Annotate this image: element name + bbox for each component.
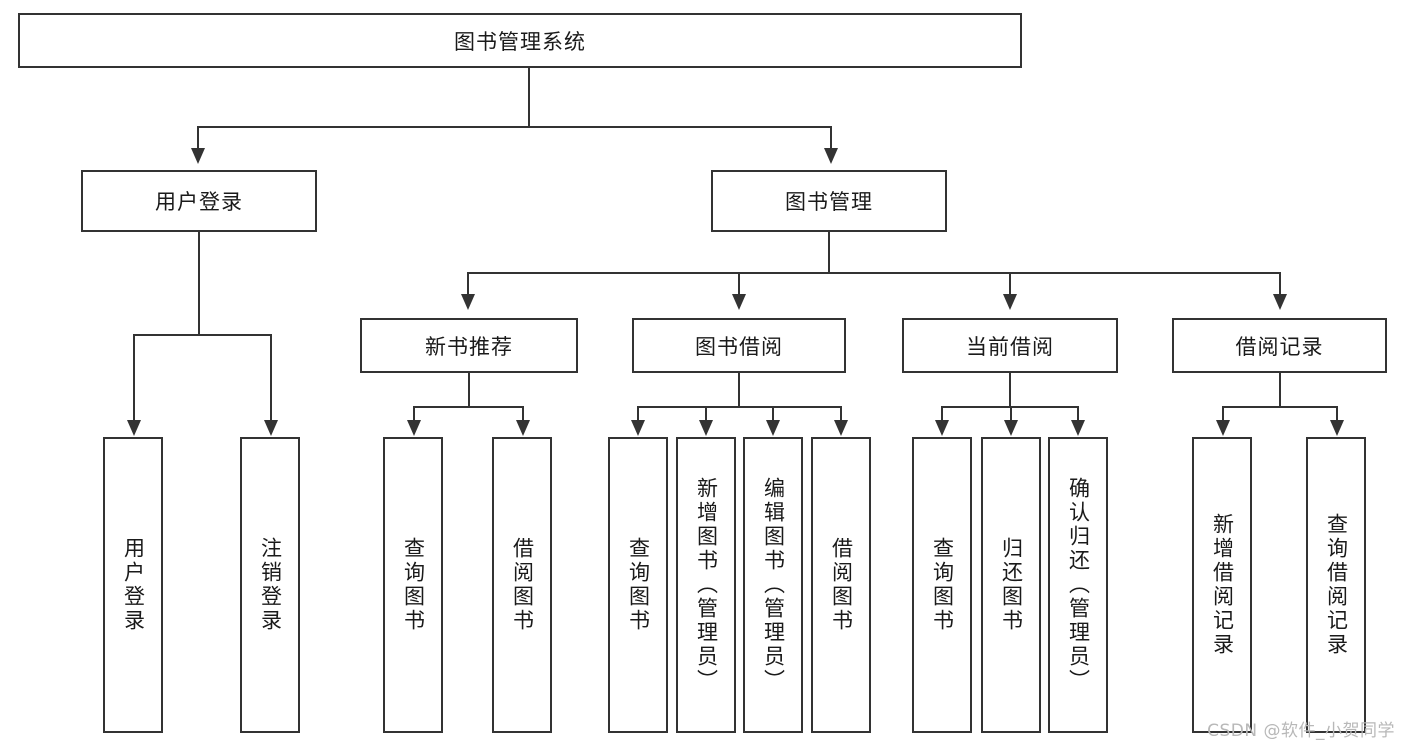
connector-to-current-borrowing [1009, 272, 1011, 294]
connector-root-to-user-login [197, 126, 199, 148]
leaf-borrow-book-1-label: 借阅图书 [510, 537, 535, 633]
leaf-return-book-label: 归还图书 [999, 537, 1024, 633]
leaf-edit-book-admin-label: 编辑图书（管理员） [761, 477, 786, 693]
connector-new-book-to-leaf-1 [413, 406, 415, 420]
arrow-new-book-to-leaf-2 [516, 420, 530, 436]
connector-user-login-to-leaf-1 [133, 334, 135, 420]
connector-book-borrowing-to-leaf-4 [840, 406, 842, 420]
leaf-borrow-book-2[interactable]: 借阅图书 [811, 437, 871, 733]
leaf-borrow-book-2-label: 借阅图书 [829, 537, 854, 633]
connector-to-new-book-recommendation [467, 272, 469, 294]
node-book-management-label: 图书管理 [785, 190, 873, 214]
leaf-logout-label: 注销登录 [258, 537, 283, 633]
connector-current-borrowing-to-leaf-3 [1077, 406, 1079, 420]
arrow-borrowing-record-to-leaf-1 [1216, 420, 1230, 436]
arrow-borrowing-record-to-leaf-2 [1330, 420, 1344, 436]
arrow-to-current-borrowing [1003, 294, 1017, 310]
node-user-login-label: 用户登录 [155, 190, 243, 214]
connector-borrowing-record-stem [1279, 373, 1281, 406]
node-book-management[interactable]: 图书管理 [711, 170, 947, 232]
connector-root-bar [197, 126, 832, 128]
connector-to-book-borrowing [738, 272, 740, 294]
leaf-confirm-return-admin[interactable]: 确认归还（管理员） [1048, 437, 1108, 733]
node-current-borrowing-label: 当前借阅 [966, 334, 1054, 359]
arrow-current-borrowing-to-leaf-1 [935, 420, 949, 436]
leaf-query-book-3-label: 查询图书 [930, 537, 955, 633]
leaf-add-book-admin[interactable]: 新增图书（管理员） [676, 437, 736, 733]
arrow-to-new-book-recommendation [461, 294, 475, 310]
arrow-to-book-borrowing [732, 294, 746, 310]
arrow-user-login-to-leaf-2 [264, 420, 278, 436]
leaf-add-borrow-record-label: 新增借阅记录 [1210, 513, 1235, 657]
node-root-label: 图书管理系统 [454, 29, 586, 54]
connector-new-book-stem [468, 373, 470, 406]
leaf-user-login[interactable]: 用户登录 [103, 437, 163, 733]
leaf-borrow-book-1[interactable]: 借阅图书 [492, 437, 552, 733]
connector-level3-bar [467, 272, 1280, 274]
leaf-confirm-return-admin-label: 确认归还（管理员） [1066, 477, 1091, 693]
connector-current-borrowing-stem [1009, 373, 1011, 406]
node-book-borrowing[interactable]: 图书借阅 [632, 318, 846, 373]
leaf-query-borrow-record-label: 查询借阅记录 [1324, 513, 1349, 657]
node-root-library-management-system[interactable]: 图书管理系统 [18, 13, 1022, 68]
connector-borrowing-record-to-leaf-2 [1336, 406, 1338, 420]
node-borrowing-record-label: 借阅记录 [1235, 334, 1324, 359]
leaf-logout[interactable]: 注销登录 [240, 437, 300, 733]
leaf-query-borrow-record[interactable]: 查询借阅记录 [1306, 437, 1366, 733]
connector-to-borrowing-record [1279, 272, 1281, 294]
leaf-add-book-admin-label: 新增图书（管理员） [694, 477, 719, 693]
arrow-new-book-to-leaf-1 [407, 420, 421, 436]
leaf-user-login-label: 用户登录 [121, 537, 146, 633]
arrow-to-borrowing-record [1273, 294, 1287, 310]
arrow-book-borrowing-to-leaf-3 [766, 420, 780, 436]
connector-borrowing-record-to-leaf-1 [1222, 406, 1224, 420]
connector-current-borrowing-to-leaf-1 [941, 406, 943, 420]
connector-book-borrowing-to-leaf-2 [705, 406, 707, 420]
node-new-book-recommendation-label: 新书推荐 [425, 334, 513, 359]
arrow-current-borrowing-to-leaf-2 [1004, 420, 1018, 436]
arrow-user-login-to-leaf-1 [127, 420, 141, 436]
connector-book-borrowing-stem [738, 373, 740, 406]
arrow-book-borrowing-to-leaf-4 [834, 420, 848, 436]
connector-borrowing-record-bar [1222, 406, 1338, 408]
node-user-login[interactable]: 用户登录 [81, 170, 317, 232]
connector-root-stem [528, 68, 530, 126]
node-book-borrowing-label: 图书借阅 [695, 334, 783, 359]
connector-book-borrowing-to-leaf-1 [637, 406, 639, 420]
arrow-root-to-user-login [191, 148, 205, 164]
connector-book-borrowing-bar [637, 406, 842, 408]
connector-user-login-bar [133, 334, 270, 336]
connector-book-borrowing-to-leaf-3 [772, 406, 774, 420]
connector-new-book-bar [413, 406, 524, 408]
node-borrowing-record[interactable]: 借阅记录 [1172, 318, 1387, 373]
connector-user-login-stem [198, 232, 200, 334]
leaf-query-book-2[interactable]: 查询图书 [608, 437, 668, 733]
leaf-return-book[interactable]: 归还图书 [981, 437, 1041, 733]
node-new-book-recommendation[interactable]: 新书推荐 [360, 318, 578, 373]
connector-book-management-stem [828, 232, 830, 272]
connector-current-borrowing-to-leaf-2 [1010, 406, 1012, 420]
leaf-query-book-2-label: 查询图书 [626, 537, 651, 633]
arrow-book-borrowing-to-leaf-1 [631, 420, 645, 436]
leaf-edit-book-admin[interactable]: 编辑图书（管理员） [743, 437, 803, 733]
connector-new-book-to-leaf-2 [522, 406, 524, 420]
leaf-add-borrow-record[interactable]: 新增借阅记录 [1192, 437, 1252, 733]
arrow-book-borrowing-to-leaf-2 [699, 420, 713, 436]
leaf-query-book-1-label: 查询图书 [401, 537, 426, 633]
connector-user-login-to-leaf-2 [270, 334, 272, 420]
arrow-root-to-book-management [824, 148, 838, 164]
node-current-borrowing[interactable]: 当前借阅 [902, 318, 1118, 373]
connector-root-to-book-management [830, 126, 832, 148]
leaf-query-book-1[interactable]: 查询图书 [383, 437, 443, 733]
arrow-current-borrowing-to-leaf-3 [1071, 420, 1085, 436]
leaf-query-book-3[interactable]: 查询图书 [912, 437, 972, 733]
